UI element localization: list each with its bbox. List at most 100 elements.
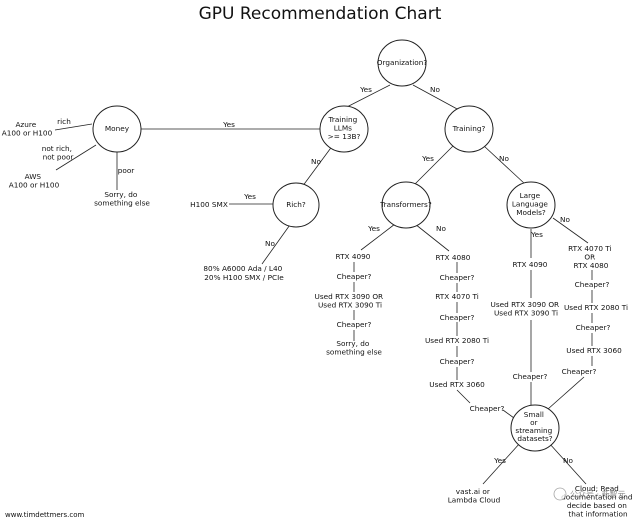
node-training-llms-line: Training [327, 115, 357, 124]
edge-label-training-yes: Yes [421, 154, 434, 163]
label-h100-smx: H100 SMX [190, 200, 228, 209]
node-transformers: Transformers? [379, 181, 432, 229]
label-t-sorry-line: something else [326, 348, 382, 357]
label-r-used2080ti: Used RTX 2080 Ti [564, 303, 628, 312]
label-r-cheaper1: Cheaper? [575, 280, 610, 289]
node-rich: Rich? [272, 182, 320, 228]
edge-label-transformers-yes: Yes [367, 224, 380, 233]
label-n-used2080ti-line: Used RTX 2080 Ti [425, 336, 489, 345]
edge-small-cloud [548, 442, 587, 485]
label-r-used3060: Used RTX 3060 [566, 346, 622, 355]
label-r-rtx4070ti-line: RTX 4080 [574, 261, 609, 270]
chart-title: GPU Recommendation Chart [199, 4, 442, 24]
label-aws-line: A100 or H100 [9, 181, 60, 190]
label-r-rtx4070ti-line: OR [584, 253, 595, 262]
node-small-streaming-line: Small [524, 410, 544, 419]
node-money-line: Money [105, 124, 130, 133]
watermark-text: 公众号 · 新智元 [570, 489, 626, 499]
node-small-streaming-label: Small or streaming datasets? [515, 410, 554, 443]
label-t-sorry: Sorry, do something else [326, 339, 382, 357]
label-aws-line: AWS [25, 172, 42, 181]
node-large-language-models-line: Models? [516, 208, 546, 217]
node-large-language-models-label: Large Language Models? [512, 191, 550, 217]
label-n-cheaper4-line: Cheaper? [470, 404, 505, 413]
label-t-rtx4090: RTX 4090 [336, 252, 371, 261]
label-n-rtx4080: RTX 4080 [436, 253, 471, 262]
edge-label-lm-no: No [560, 215, 570, 224]
node-small-streaming: Small or streaming datasets? [510, 404, 560, 452]
label-n-rtx4070ti-line: RTX 4070 Ti [435, 292, 478, 301]
node-large-language-models: Large Language Models? [506, 181, 556, 229]
label-r-rtx4070ti-line: RTX 4070 Ti [568, 244, 611, 253]
label-r-used3060-line: Used RTX 3060 [566, 346, 622, 355]
node-training: Training? [444, 105, 494, 153]
label-r-used2080ti-line: Used RTX 2080 Ti [564, 303, 628, 312]
node-training-label: Training? [452, 124, 486, 133]
label-cloud-read-line: documentation and [561, 493, 632, 502]
label-sorry-money: Sorry, do something else [94, 190, 150, 208]
node-small-streaming-line: datasets? [517, 434, 552, 443]
label-t-cheaper1: Cheaper? [337, 272, 372, 281]
node-training-llms-line: LLMs [334, 124, 352, 133]
label-vast-line: vast.ai or [456, 487, 490, 496]
edge-money-azure [54, 123, 93, 131]
label-t-cheaper1-line: Cheaper? [337, 272, 372, 281]
edge-label-transformers-no: No [436, 224, 446, 233]
edge-small-vast [482, 442, 521, 485]
label-r-cheaper3-line: Cheaper? [562, 367, 597, 376]
label-l-used3090: Used RTX 3090 OR Used RTX 3090 Ti [491, 300, 562, 318]
edge-label-money-not-rich-line: not poor [43, 153, 74, 162]
label-vast: vast.ai or Lambda Cloud [448, 487, 501, 505]
footer-url[interactable]: www.timdettmers.com [5, 511, 85, 519]
node-money: Money [92, 105, 142, 153]
node-organization: Organization? [377, 39, 428, 87]
edge-r-small [547, 376, 585, 410]
node-organization-label: Organization? [377, 58, 428, 67]
edge-label-money-poor: poor [118, 166, 135, 175]
label-cloud-read-line: Cloud; Read [575, 484, 619, 493]
label-t-cheaper2-line: Cheaper? [337, 320, 372, 329]
label-n-cheaper4: Cheaper? [470, 404, 505, 413]
label-r-cheaper2-line: Cheaper? [576, 323, 611, 332]
label-n-used3060-line: Used RTX 3060 [429, 380, 485, 389]
node-transformers-label: Transformers? [379, 200, 432, 209]
label-n-rtx4070ti: RTX 4070 Ti [435, 292, 478, 301]
label-n-cheaper3: Cheaper? [440, 357, 475, 366]
watermark-icon [553, 487, 567, 501]
label-l-cheaper-line: Cheaper? [513, 372, 548, 381]
node-small-streaming-line: or [530, 418, 537, 427]
node-rich-label: Rich? [286, 200, 306, 209]
node-money-label: Money [105, 124, 130, 133]
node-training-llms-line: >= 13B? [328, 132, 361, 141]
edge-n-chain-7 [456, 389, 471, 404]
label-l-rtx4090-line: RTX 4090 [513, 260, 548, 269]
node-organization-line: Organization? [377, 58, 428, 67]
watermark: 公众号 · 新智元 [553, 487, 626, 501]
edge-rich-mix [261, 221, 293, 265]
label-n-rtx4080-line: RTX 4080 [436, 253, 471, 262]
edge-label-lm-yes: Yes [530, 230, 543, 239]
label-cloud-read: Cloud; Read documentation and decide bas… [561, 484, 635, 519]
edges [54, 84, 593, 485]
edge-label-llm-no: No [311, 157, 321, 166]
label-aws: AWS A100 or H100 [9, 172, 60, 190]
edge-label-rich-no: No [265, 239, 275, 248]
node-training-llms: Training LLMs >= 13B? [319, 105, 369, 153]
edge-label-org-yes: Yes [359, 85, 372, 94]
edge-money-aws [55, 144, 97, 171]
edge-n-small [502, 409, 515, 419]
label-l-used3090-line: Used RTX 3090 OR [491, 300, 560, 309]
label-l-cheaper: Cheaper? [513, 372, 548, 381]
edge-label-org-no: No [430, 85, 440, 94]
edge-transformers-4090 [360, 223, 396, 251]
label-cloud-read-line: that information [568, 510, 627, 519]
edge-transformers-4080 [414, 223, 450, 252]
label-h100-smx-line: H100 SMX [190, 200, 228, 209]
node-training-llms-label: Training LLMs >= 13B? [327, 115, 360, 141]
edge-label-money-rich: rich [57, 117, 71, 126]
label-l-used3090-line: Used RTX 3090 Ti [494, 309, 558, 318]
edge-labels: Yes No Yes No rich not rich, not poor po… [42, 85, 574, 465]
node-small-streaming-line: streaming [515, 426, 552, 435]
edge-llm-rich [301, 144, 334, 188]
